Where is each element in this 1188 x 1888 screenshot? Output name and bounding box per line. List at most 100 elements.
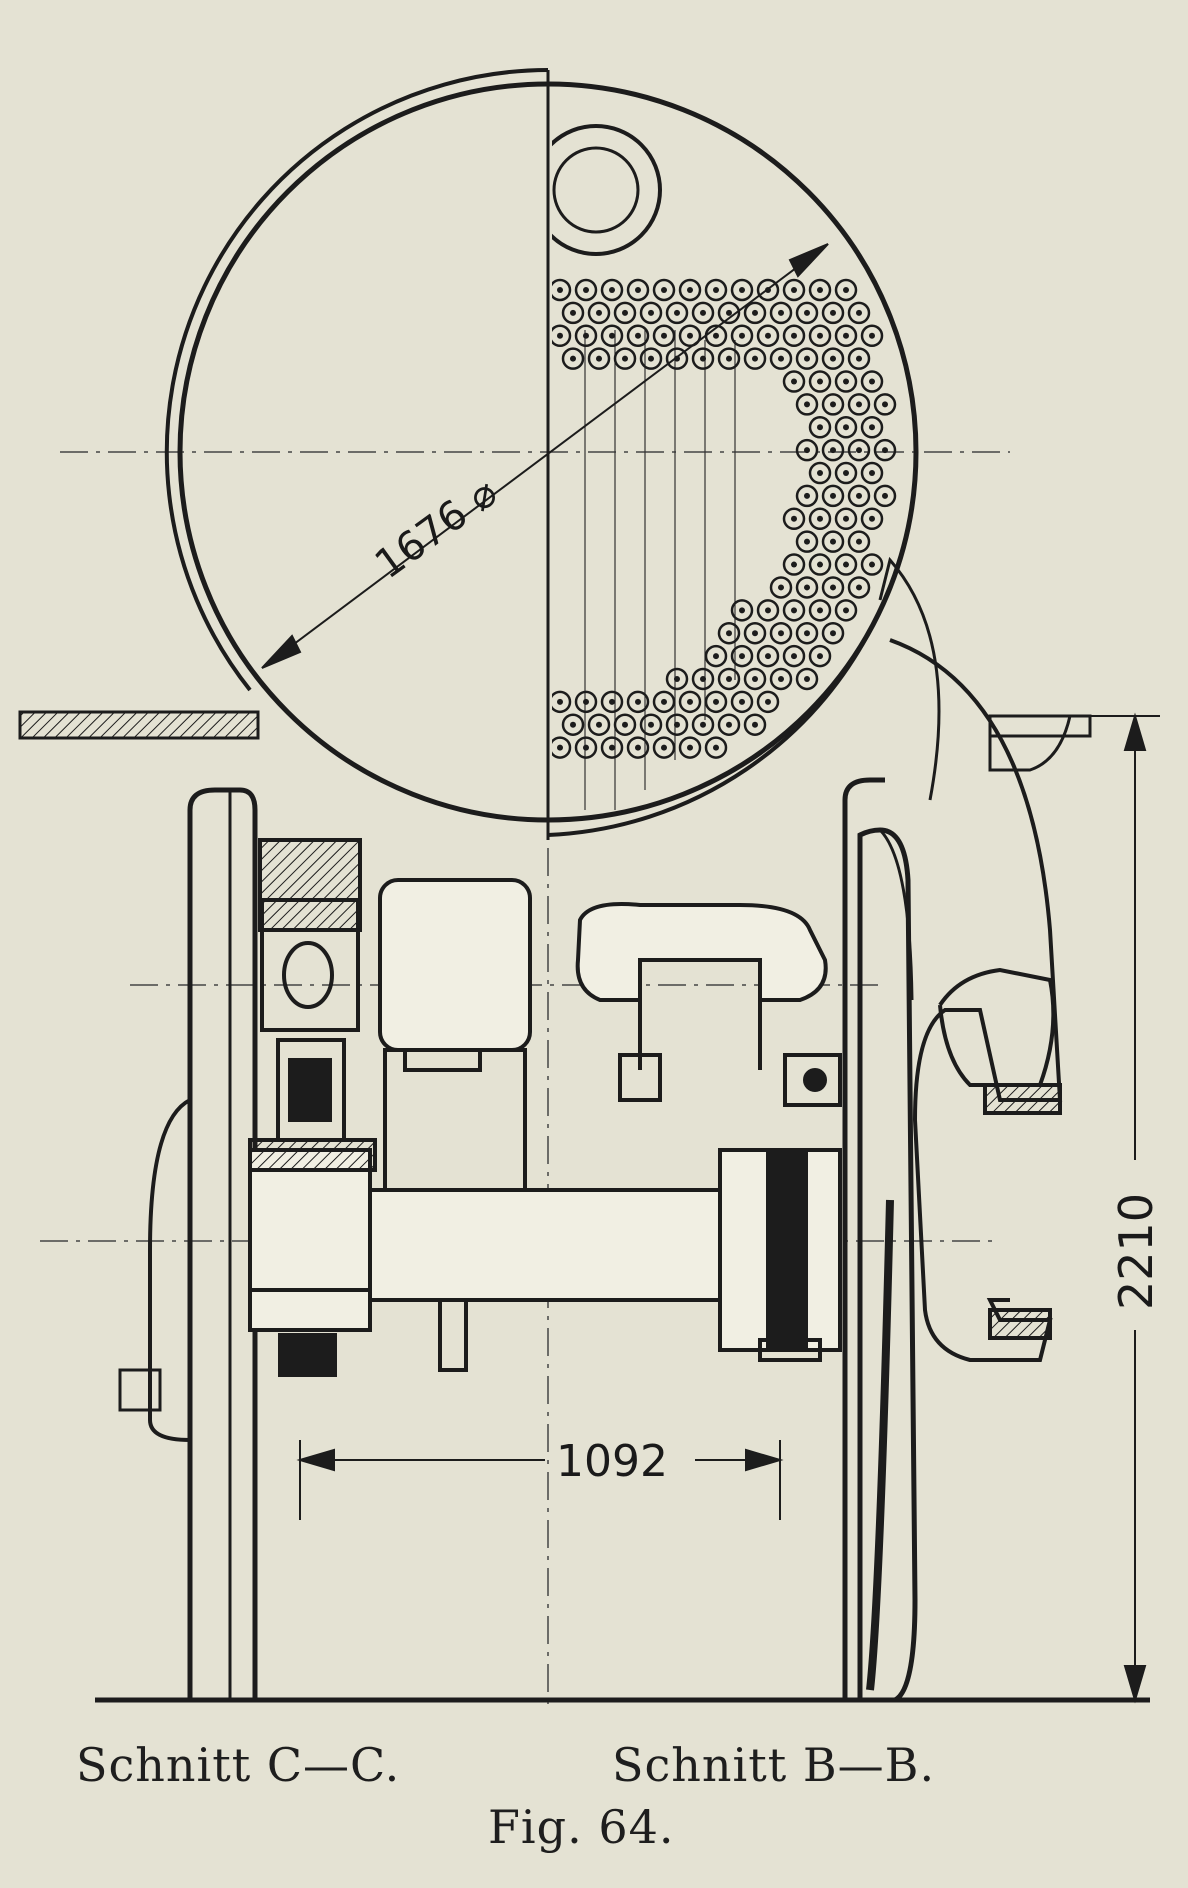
boiler-tube (704, 278, 728, 302)
boiler-tube (652, 324, 676, 348)
boiler-tube-center (869, 332, 875, 339)
boiler-tube-center (726, 309, 732, 316)
boiler-tube (795, 347, 819, 370)
boiler-tube-center (817, 470, 823, 477)
boiler-tube (808, 278, 832, 302)
boiler-tube (639, 713, 663, 736)
boiler-tube-center (635, 698, 641, 705)
diameter-dimension (261, 243, 829, 669)
boiler-tube (717, 347, 741, 370)
boiler-tube (782, 599, 806, 622)
boiler-tube-center (791, 332, 797, 339)
boiler-tube-center (843, 424, 849, 431)
gauge-dimension (296, 1440, 784, 1520)
boiler-tube (678, 278, 702, 302)
boiler-tube-center (765, 607, 771, 614)
boiler-tube (769, 301, 793, 325)
boiler-tube-center (557, 332, 563, 339)
boiler-tube-center (778, 675, 784, 682)
boiler-tube-center (700, 355, 706, 362)
boiler-tube (626, 690, 650, 714)
boiler-tube (795, 530, 819, 553)
boiler-tube (652, 278, 676, 302)
boiler-tube-center (557, 744, 563, 751)
boiler-tube (847, 438, 871, 462)
boiler-tube-center (817, 424, 823, 431)
boiler-tube (743, 347, 767, 370)
boiler-tube (600, 736, 624, 759)
boiler-tube-center (843, 515, 849, 522)
boiler-tube (873, 438, 897, 462)
boiler-tube (821, 484, 845, 508)
boiler-tube (860, 507, 884, 531)
boiler-tube-center (570, 355, 576, 362)
left-wheel (118, 787, 258, 1700)
boiler-tube-center (856, 492, 862, 499)
boiler-tube-center (700, 309, 706, 316)
boiler-tube-center (830, 630, 836, 637)
boiler-tube-center (882, 492, 888, 499)
boiler-tube-center (713, 653, 719, 660)
boiler-tube-center (856, 309, 862, 316)
boiler-tube (873, 393, 897, 416)
boiler-tube-center (609, 698, 615, 705)
boiler-tube-center (752, 675, 758, 682)
boiler-tube (704, 644, 728, 668)
boiler-tube (652, 736, 676, 759)
caption-section-cc: Schnitt C—C. (76, 1738, 401, 1792)
boiler-tube (730, 278, 754, 302)
boiler-tube (574, 278, 598, 302)
boiler-tube (730, 324, 754, 348)
boiler-tube-center (583, 698, 589, 705)
boiler-tube-center (713, 287, 719, 293)
boiler-tube (769, 576, 793, 599)
boiler-tube-center (843, 332, 849, 339)
boiler-tube (834, 370, 858, 393)
boiler-tube (552, 278, 572, 302)
boiler-tube (821, 347, 845, 370)
boiler-tube (639, 301, 663, 325)
boiler-tubes (552, 278, 897, 759)
boiler-tube (730, 690, 754, 714)
boiler-tube-center (843, 607, 849, 614)
boiler-tube-center (817, 378, 823, 385)
boiler-tube-center (765, 698, 771, 705)
boiler-tube (782, 278, 806, 302)
boiler-tube (756, 690, 780, 714)
boiler-tube (678, 324, 702, 348)
boiler-tube (717, 621, 741, 645)
boiler-tube (834, 324, 858, 348)
boiler-tube-center (661, 332, 667, 339)
height-dimension (1090, 712, 1160, 1704)
tube-plate-section (552, 124, 897, 810)
boiler-tube-center (856, 401, 862, 408)
boiler-tube (561, 713, 585, 736)
boiler-tube (665, 713, 689, 736)
boiler-tube (613, 301, 637, 325)
boiler-tube-center (622, 721, 628, 728)
boiler-tube-center (856, 584, 862, 591)
boiler-tube (730, 599, 754, 622)
boiler-tube (769, 667, 793, 691)
boiler-tube (587, 713, 611, 736)
boiler-tube (613, 347, 637, 370)
boiler-tube (665, 667, 689, 691)
boiler-tube-center (674, 675, 680, 682)
boiler-tube-center (726, 675, 732, 682)
boiler-tube-center (817, 287, 823, 293)
boiler-tube (821, 576, 845, 599)
boiler-tube-center (817, 607, 823, 614)
boiler-tube (704, 690, 728, 714)
boiler-tube-center (674, 721, 680, 728)
boiler-tube-center (583, 287, 589, 293)
boiler-tube-center (661, 698, 667, 705)
boiler-tube (574, 690, 598, 714)
boiler-tube (873, 484, 897, 508)
boiler-tube-center (713, 332, 719, 339)
boiler-tube (626, 324, 650, 348)
boiler-tube (691, 667, 715, 691)
boiler-tube-center (609, 332, 615, 339)
boiler-tube (795, 576, 819, 599)
